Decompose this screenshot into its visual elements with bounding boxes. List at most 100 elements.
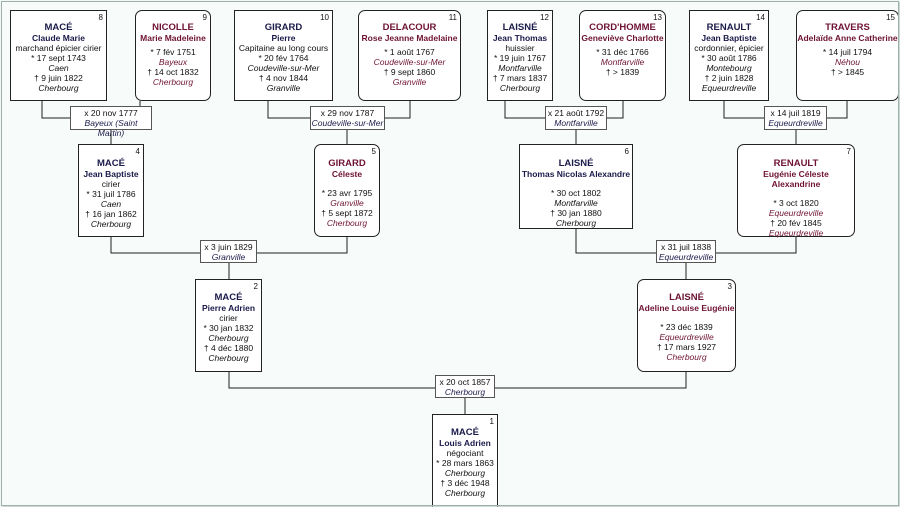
person-surname: MACÉ <box>97 158 125 169</box>
sosa-number: 15 <box>886 13 895 22</box>
birth-place: Equeurdreville <box>768 208 824 218</box>
death-date: † 4 déc 1880 <box>203 343 254 353</box>
sosa-number: 11 <box>448 13 457 22</box>
person-surname: DELACOUR <box>382 22 437 33</box>
marriage-date: x 20 oct 1857 <box>439 377 491 387</box>
person-given-names: Louis Adrien <box>439 438 491 448</box>
marriage-date: x 14 juil 1819 <box>770 108 821 118</box>
birth-place: Montfarville <box>554 198 598 208</box>
marriage-place: Bayeux (Saint Martin) <box>84 118 138 138</box>
person-given-names: Céleste <box>331 169 363 179</box>
person-card[interactable]: 15 TRAVERS Adelaïde Anne Catherine * 14 … <box>796 10 899 101</box>
person-given-names: Claude Marie <box>32 33 85 43</box>
person-card[interactable]: 10 GIRARD Pierre Capitaine au long cours… <box>234 10 333 101</box>
marriage-box: x 20 nov 1777 Bayeux (Saint Martin) <box>70 106 152 138</box>
person-card[interactable]: 9 NICOLLE Marie Madeleine * 7 fév 1751 B… <box>135 10 211 101</box>
birth-place: Equeurdreville <box>659 332 714 342</box>
birth-date: * 1 août 1767 <box>384 47 435 57</box>
person-card[interactable]: 2 MACÉ Pierre Adrien cirier * 30 jan 183… <box>195 279 262 372</box>
person-surname: GIRARD <box>328 158 366 169</box>
death-place: Equeurdreville <box>701 83 757 93</box>
person-card[interactable]: 14 RENAULT Jean Baptiste cordonnier, épi… <box>689 10 769 101</box>
birth-date: * 23 avr 1795 <box>321 188 373 198</box>
marriage-date: x 3 juin 1829 <box>204 242 253 252</box>
person-surname: MACÉ <box>44 22 73 33</box>
marriage-box: x 29 nov 1787 Coudeville-sur-Mer <box>310 106 385 130</box>
birth-place: Montfarville <box>600 57 645 67</box>
person-given-names: Jean Baptiste <box>83 169 139 179</box>
person-card[interactable]: 8 MACÉ Claude Marie marchand épicier cir… <box>10 10 107 101</box>
marriage-box: x 21 août 1792 Montfarville <box>545 106 607 130</box>
birth-place: Coudeville-sur-Mer <box>373 57 446 67</box>
marriage-date: x 21 août 1792 <box>547 108 605 118</box>
person-card[interactable]: 1 MACÉ Louis Adrien négociant * 28 mars … <box>432 414 498 507</box>
birth-date: * 19 juin 1767 <box>494 53 546 63</box>
person-card[interactable]: 3 LAISNÉ Adeline Louise Eugénie * 23 déc… <box>637 279 736 372</box>
sosa-number: 5 <box>371 147 376 156</box>
person-card[interactable]: 7 RENAULT Eugénie Céleste Alexandrine * … <box>737 144 855 238</box>
sosa-number: 14 <box>756 13 765 22</box>
person-given-names: Jean Baptiste <box>701 33 757 43</box>
birth-place: Montfarville <box>498 63 542 73</box>
person-given-names: Adelaïde Anne Catherine <box>797 33 898 43</box>
person-card[interactable]: 12 LAISNÉ Jean Thomas huissier * 19 juin… <box>487 10 553 101</box>
person-surname: CORD'HOMME <box>589 22 656 33</box>
death-date: † 14 oct 1832 <box>147 67 199 77</box>
birth-place: Coudeville-sur-Mer <box>247 63 320 73</box>
sosa-number: 8 <box>98 13 103 22</box>
person-surname: LAISNÉ <box>669 292 704 303</box>
death-place: Equeurdreville <box>768 228 824 238</box>
birth-place: Cherbourg <box>444 468 486 478</box>
sosa-number: 9 <box>202 13 207 22</box>
person-surname: GIRARD <box>264 22 303 33</box>
person-given-names: Eugénie Céleste Alexandrine <box>763 169 829 189</box>
birth-date: * 7 fév 1751 <box>150 47 196 57</box>
person-given-names: Pierre <box>271 33 296 43</box>
person-occupation: huissier <box>505 43 535 53</box>
death-place: Granville <box>392 77 427 87</box>
death-place: Cherbourg <box>444 488 486 498</box>
marriage-date: x 29 nov 1787 <box>320 108 375 118</box>
birth-date: * 17 sept 1743 <box>31 53 86 63</box>
sosa-number: 3 <box>727 282 732 291</box>
marriage-place: Coudeville-sur-Mer <box>311 118 384 128</box>
person-surname: LAISNÉ <box>502 22 538 33</box>
marriage-box: x 3 juin 1829 Granville <box>200 240 257 263</box>
person-card[interactable]: 5 GIRARD Céleste * 23 avr 1795 Granville… <box>314 144 380 237</box>
sosa-number: 1 <box>489 417 494 426</box>
death-place: Cherbourg <box>90 219 132 229</box>
death-date: † > 1839 <box>605 67 640 77</box>
death-date: † > 1845 <box>830 67 865 77</box>
marriage-place: Montfarville <box>554 118 598 128</box>
person-given-names: Marie Madeleine <box>140 33 206 43</box>
person-surname: MACÉ <box>214 292 243 303</box>
person-card[interactable]: 6 LAISNÉ Thomas Nicolas Alexandre * 30 o… <box>519 144 633 229</box>
death-date: † 17 mars 1927 <box>656 342 717 352</box>
marriage-box: x 20 oct 1857 Cherbourg <box>435 375 495 398</box>
sosa-number: 12 <box>540 13 549 22</box>
person-given-names: Thomas Nicolas Alexandre <box>521 169 631 179</box>
person-card[interactable]: 13 CORD'HOMME Geneviève Charlotte * 31 d… <box>579 10 666 101</box>
person-card[interactable]: 4 MACÉ Jean Baptiste cirier * 31 juil 17… <box>78 144 144 237</box>
birth-date: * 28 mars 1863 <box>436 458 494 468</box>
death-place: Cherbourg <box>555 218 597 228</box>
birth-date: * 14 juil 1794 <box>822 47 873 57</box>
person-card[interactable]: 11 DELACOUR Rose Jeanne Madelaine * 1 ao… <box>358 10 461 101</box>
birth-date: * 23 déc 1839 <box>660 322 713 332</box>
birth-place: Néhou <box>834 57 861 67</box>
death-place: Cherbourg <box>666 352 707 362</box>
death-date: † 7 mars 1837 <box>492 73 548 83</box>
person-surname: TRAVERS <box>825 22 870 33</box>
person-occupation: cirier <box>101 179 121 189</box>
person-given-names: Pierre Adrien <box>201 303 256 313</box>
marriage-box: x 31 juil 1838 Equeurdreville <box>656 240 716 263</box>
person-occupation: cirier <box>219 313 238 323</box>
death-date: † 16 jan 1862 <box>85 209 137 219</box>
birth-date: * 31 déc 1766 <box>596 47 649 57</box>
sosa-number: 4 <box>135 147 140 156</box>
sosa-number: 10 <box>320 13 329 22</box>
person-surname: RENAULT <box>706 22 752 33</box>
birth-place: Montebourg <box>706 63 752 73</box>
person-surname: LAISNÉ <box>558 158 594 169</box>
birth-date: * 30 oct 1802 <box>550 188 602 198</box>
